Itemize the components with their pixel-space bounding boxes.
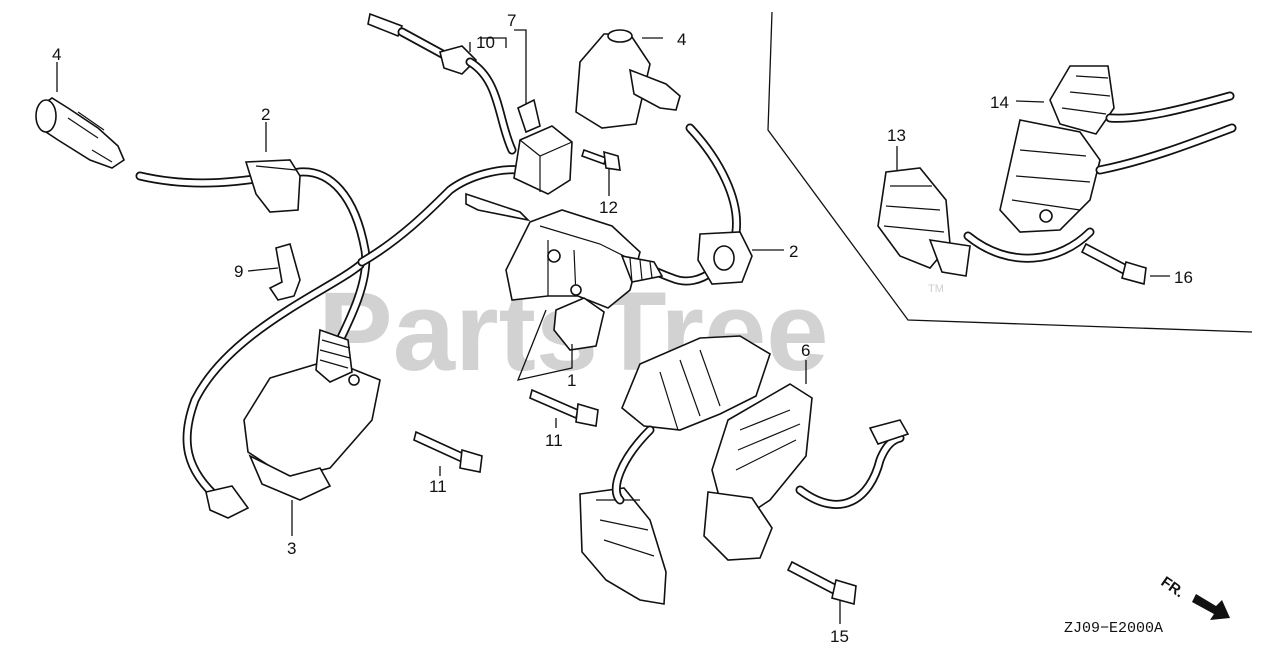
part-9-wire-clip[interactable] — [268, 243, 301, 301]
part-16-bolt[interactable] — [1080, 242, 1147, 286]
callout-7: 7 — [507, 11, 516, 30]
callout-6: 6 — [801, 341, 810, 360]
callout-12: 12 — [599, 198, 618, 217]
callout-9: 9 — [234, 262, 243, 281]
callout-14: 14 — [990, 93, 1009, 112]
front-arrow-icon — [1192, 594, 1230, 620]
part-2-left-grommet[interactable] — [244, 159, 301, 213]
callout-4-right: 4 — [677, 30, 686, 49]
part-13-charge-coil[interactable] — [877, 167, 971, 277]
callout-2-right: 2 — [789, 242, 798, 261]
callout-11-lower: 11 — [429, 477, 447, 496]
part-7-condenser[interactable] — [465, 98, 573, 222]
part-2-right-grommet[interactable] — [697, 231, 753, 285]
callout-1: 1 — [567, 371, 576, 390]
callout-4-left: 4 — [52, 45, 61, 64]
callout-2-left: 2 — [261, 105, 270, 124]
watermark-trademark: TM — [928, 283, 944, 295]
callout-3: 3 — [287, 539, 296, 558]
part-14-charge-coil[interactable] — [963, 65, 1237, 263]
part-4-left-plug-cap[interactable] — [35, 97, 125, 169]
part-12-bolt[interactable] — [580, 148, 621, 171]
callout-13: 13 — [887, 126, 906, 145]
part-11-bolt-lower[interactable] — [413, 430, 483, 473]
part-1-ignition-module[interactable] — [505, 209, 664, 351]
ignition-lead-left — [135, 167, 371, 355]
part-3-ignition-coil[interactable] — [205, 328, 381, 519]
leader-lines — [56, 29, 1170, 624]
ignition-lead-lower — [182, 165, 525, 505]
part-4-right-plug-cap[interactable] — [575, 29, 681, 129]
inset-divider-line — [767, 11, 1253, 333]
front-direction-indicator: FR. — [1158, 573, 1230, 620]
fr-label: FR. — [1158, 573, 1188, 601]
callout-numbers: 4 2 9 3 10 7 4 12 2 1 11 11 6 15 14 13 1… — [52, 11, 1193, 646]
diagram-code: ZJ09−E2000A — [1064, 620, 1163, 637]
part-10-high-tension-lead[interactable] — [367, 12, 517, 155]
callout-15: 15 — [830, 627, 849, 646]
part-11-bolt-upper[interactable] — [529, 388, 599, 427]
part-15-bolt[interactable] — [786, 560, 857, 606]
callout-11-upper: 11 — [545, 431, 563, 450]
callout-10: 10 — [476, 33, 495, 52]
callout-16: 16 — [1174, 268, 1193, 287]
part-6-charge-coil-assembly[interactable] — [579, 335, 910, 605]
